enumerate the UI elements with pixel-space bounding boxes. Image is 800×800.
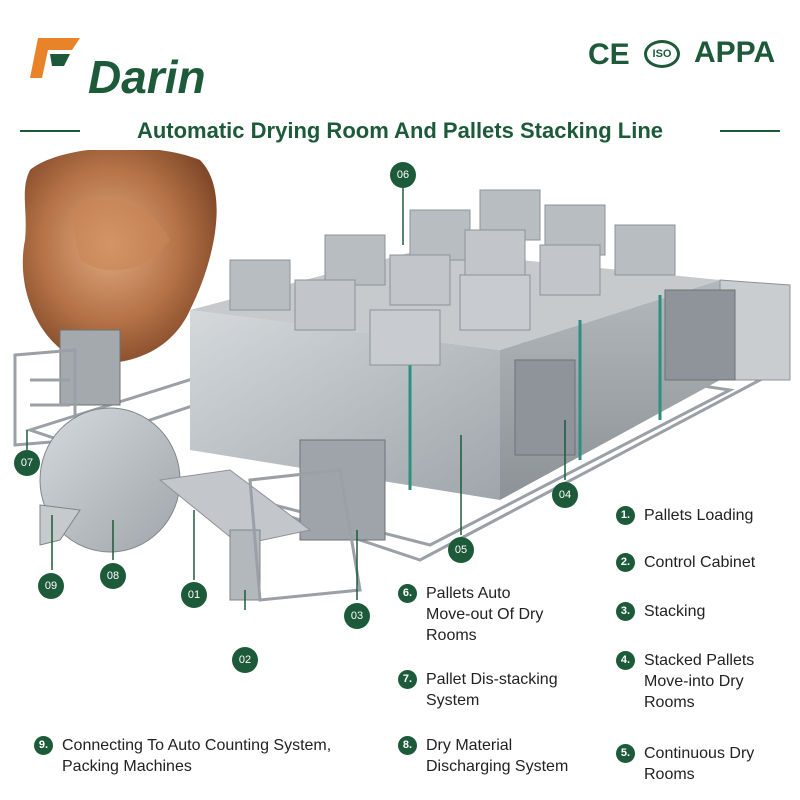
appa-mark: APPA [694, 36, 776, 69]
legend-label: Pallets Auto Move-out Of Dry Rooms [426, 585, 544, 644]
callout-03: 03 [344, 603, 370, 629]
callout-02: 02 [232, 647, 258, 673]
logo-mark-icon [30, 38, 80, 78]
legend-label: Dry Material Discharging System [426, 737, 569, 775]
discharging-wheel [39, 407, 181, 553]
callout-07: 07 [14, 450, 40, 476]
ce-mark: CE [588, 38, 630, 71]
certification-badges: CE ISO APPA [588, 34, 778, 74]
production-line-illustration [13, 150, 791, 610]
drying-rooms [190, 189, 791, 500]
brand-name: Darin [88, 51, 206, 103]
callout-06: 06 [390, 162, 416, 188]
callout-04: 04 [552, 482, 578, 508]
legend-number: 9. [34, 736, 53, 755]
legend-label: Connecting To Auto Counting System, Pack… [62, 737, 332, 775]
legend-number: 5. [616, 744, 635, 763]
legend-item-4: 4. Stacked Pallets Move-into Dry Rooms [616, 650, 796, 720]
legend-item-9: 9. Connecting To Auto Counting System, P… [34, 735, 384, 779]
legend-label: Stacked Pallets Move-into Dry Rooms [644, 652, 755, 711]
legend-item-6: 6. Pallets Auto Move-out Of Dry Rooms [398, 583, 598, 649]
legend-label: Control Cabinet [644, 554, 756, 571]
conveyor [158, 468, 362, 602]
legend-number: 1. [616, 506, 635, 525]
legend-number: 2. [616, 553, 635, 572]
legend-number: 3. [616, 602, 635, 621]
legend-label: Pallets Loading [644, 507, 754, 524]
title-rule-right [720, 130, 780, 132]
title-row: Automatic Drying Room And Pallets Stacki… [20, 116, 780, 146]
callout-05: 05 [448, 537, 474, 563]
legend-number: 8. [398, 736, 417, 755]
callout-09: 09 [38, 573, 64, 599]
iso-mark: ISO [644, 40, 680, 68]
page-title: Automatic Drying Room And Pallets Stacki… [136, 118, 664, 143]
legend-item-8: 8. Dry Material Discharging System [398, 735, 598, 779]
legend-number: 4. [616, 651, 635, 670]
legend-label: Stacking [644, 603, 706, 620]
callout-08: 08 [100, 563, 126, 589]
legend-number: 7. [398, 670, 417, 689]
legend-item-5: 5. Continuous Dry Rooms [616, 743, 796, 787]
legend-label: Pallet Dis-stacking System [426, 671, 558, 709]
legend-item-7: 7. Pallet Dis-stacking System [398, 669, 598, 713]
title-rule-left [20, 130, 80, 132]
brand-logo: Darin [28, 28, 208, 103]
legend-number: 6. [398, 584, 417, 603]
leader-lines [26, 188, 566, 610]
callout-01: 01 [181, 582, 207, 608]
legend-label: Continuous Dry Rooms [644, 745, 755, 783]
